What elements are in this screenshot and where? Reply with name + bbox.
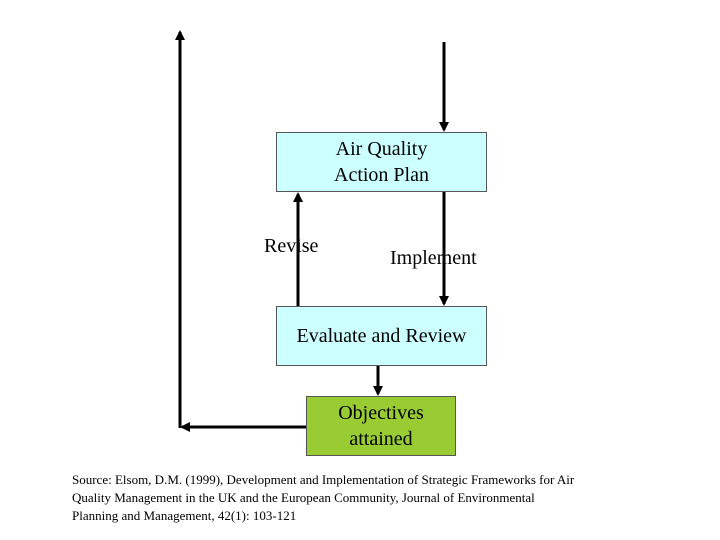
objectives-line-1: Objectives <box>338 402 424 424</box>
revise-label: Revise <box>264 235 319 257</box>
objectives-line-2: attained <box>349 428 413 450</box>
source-line-1: Source: Elsom, D.M. (1999), Development … <box>72 472 575 487</box>
source-line-3: Planning and Management, 42(1): 103-121 <box>72 508 297 523</box>
action-plan-box: Air Quality Action Plan <box>276 132 487 192</box>
source-line-2: Quality Management in the UK and the Eur… <box>72 490 535 505</box>
objectives-attained-box: Objectives attained <box>306 396 456 456</box>
action-plan-line-2: Action Plan <box>334 164 429 186</box>
action-plan-line-1: Air Quality <box>335 138 428 160</box>
source-citation: Source: Elsom, D.M. (1999), Development … <box>72 471 652 525</box>
evaluate-review-box: Evaluate and Review <box>276 306 487 366</box>
implement-label: Implement <box>390 247 477 269</box>
evaluate-review-label: Evaluate and Review <box>296 325 467 347</box>
